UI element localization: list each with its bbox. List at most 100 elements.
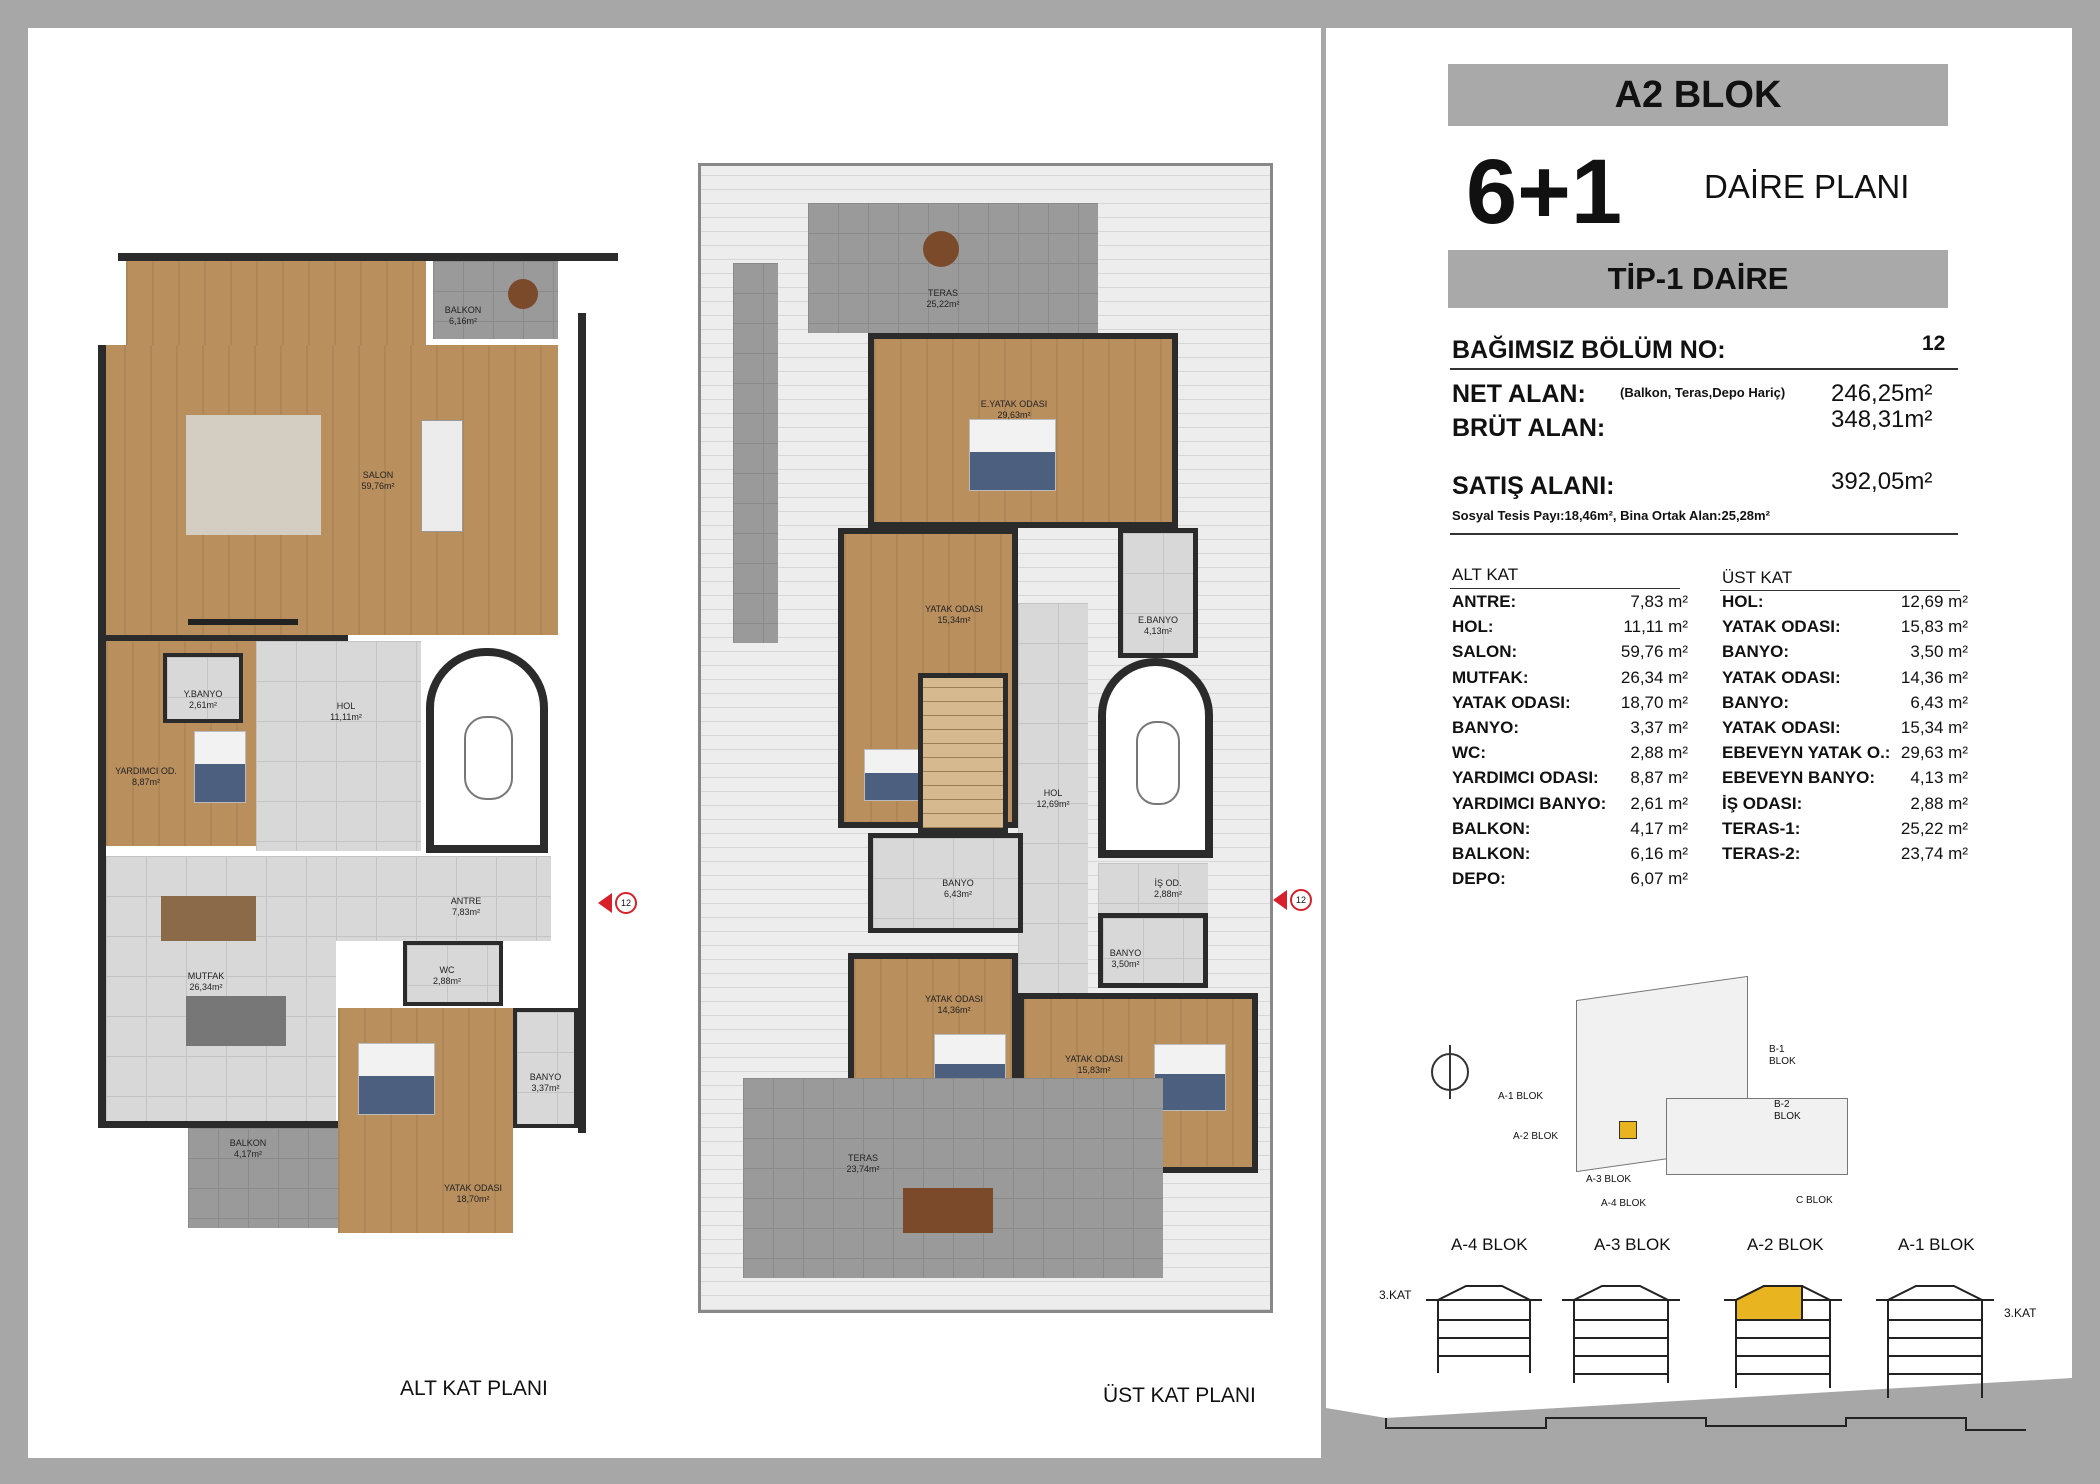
block-title-band: A2 BLOK <box>1448 64 1948 126</box>
room-salon <box>126 261 426 345</box>
site-label-b1: B-1 BLOK <box>1769 1044 1796 1067</box>
table-row: BANYO:6,43 m² <box>1722 692 1968 712</box>
highlighted-block-icon <box>1619 1121 1637 1139</box>
ust-kat-title: ÜST KAT <box>1722 568 1793 587</box>
table-row: EBEVEYN YATAK O.:29,63 m² <box>1722 743 1968 763</box>
table-row: İŞ ODASI:2,88 m² <box>1722 793 1968 813</box>
divider <box>1720 590 1960 591</box>
round-table-icon <box>508 279 538 309</box>
site-label-a3: A-3 BLOK <box>1586 1174 1632 1185</box>
divider <box>1450 588 1680 589</box>
bed-icon <box>969 419 1056 491</box>
rug-icon <box>186 415 321 535</box>
gross-area-label: BRÜT ALAN: <box>1452 414 1606 442</box>
table-row: EBEVEYN BANYO:4,13 m² <box>1722 768 1968 788</box>
table-row: BALKON:6,16 m² <box>1452 843 1688 863</box>
table-row: DEPO:6,07 m² <box>1452 869 1688 889</box>
stair-icon <box>1098 658 1213 858</box>
alt-kat-table: ANTRE:7,83 m² HOL:11,11 m² SALON:59,76 m… <box>1452 592 1688 894</box>
elev-label-a3: A-3 BLOK <box>1594 1235 1671 1254</box>
table-row: HOL:11,11 m² <box>1452 617 1688 637</box>
site-label-c: C BLOK <box>1796 1195 1833 1206</box>
tv-unit-icon <box>188 619 298 625</box>
gross-area-value: 348,31m² <box>1831 406 1933 433</box>
site-label-b2: B-2 BLOK <box>1774 1099 1801 1122</box>
sale-area-label: SATIŞ ALANI: <box>1452 472 1615 500</box>
outdoor-table-icon <box>903 1188 993 1233</box>
highlighted-unit <box>1735 1285 1803 1321</box>
table-row: TERAS-2:23,74 m² <box>1722 843 1968 863</box>
elev-label-a2: A-2 BLOK <box>1747 1235 1824 1254</box>
site-map: B-1 BLOK B-2 BLOK A-1 BLOK A-2 BLOK A-3 … <box>1498 948 1986 1218</box>
divider <box>1450 533 1958 535</box>
elev-label-a4: A-4 BLOK <box>1451 1235 1528 1254</box>
table-row: BALKON:4,17 m² <box>1452 818 1688 838</box>
unit-no-value: 12 <box>1922 332 1946 355</box>
floor-label-left: 3.KAT <box>1379 1288 1412 1302</box>
unit-no-label: BAĞIMSIZ BÖLÜM NO: <box>1452 336 1726 364</box>
plan-label: DAİRE PLANI <box>1704 168 1910 205</box>
bed-icon <box>1154 1044 1226 1111</box>
site-label-a2: A-2 BLOK <box>1513 1131 1559 1142</box>
table-row: HOL:12,69 m² <box>1722 592 1968 611</box>
entrance-marker-icon <box>1273 890 1287 910</box>
room-label: İŞ OD.2,88m² <box>1153 878 1182 899</box>
site-label-a1: A-1 BLOK <box>1498 1091 1544 1102</box>
sale-area-value: 392,05m² <box>1831 468 1933 495</box>
table-row: TERAS-1:25,22 m² <box>1722 818 1968 838</box>
floor-label-right: 3.KAT <box>2004 1306 2037 1320</box>
alt-kat-title: ALT KAT <box>1452 565 1519 584</box>
table-row: YATAK ODASI:15,34 m² <box>1722 717 1968 737</box>
site-label-a4: A-4 BLOK <box>1601 1198 1647 1209</box>
table-row: WC:2,88 m² <box>1452 743 1688 763</box>
compass-icon <box>1431 1045 1469 1099</box>
alt-kat-plan-title: ALT KAT PLANI <box>400 1377 548 1400</box>
divider <box>1450 368 1958 370</box>
kitchen-island-icon <box>186 996 286 1046</box>
table-row: YARDIMCI BANYO:2,61 m² <box>1452 793 1688 813</box>
unit-number-badge: 12 <box>1290 889 1312 911</box>
inner-stair-icon <box>918 673 1008 833</box>
stair-icon <box>426 648 548 853</box>
table-row: YATAK ODASI:14,36 m² <box>1722 667 1968 687</box>
dining-table-icon <box>161 896 256 941</box>
table-row: BANYO:3,37 m² <box>1452 717 1688 737</box>
info-panel: A2 BLOK 6+1 DAİRE PLANI TİP-1 DAİRE BAĞI… <box>1326 28 2072 1458</box>
net-area-value: 246,25m² <box>1831 380 1933 407</box>
table-row: SALON:59,76 m² <box>1452 642 1688 662</box>
side-walkway <box>733 263 778 643</box>
unit-type: 6+1 <box>1466 141 1623 243</box>
bed-icon <box>358 1043 435 1115</box>
entrance-marker-icon <box>598 893 612 913</box>
